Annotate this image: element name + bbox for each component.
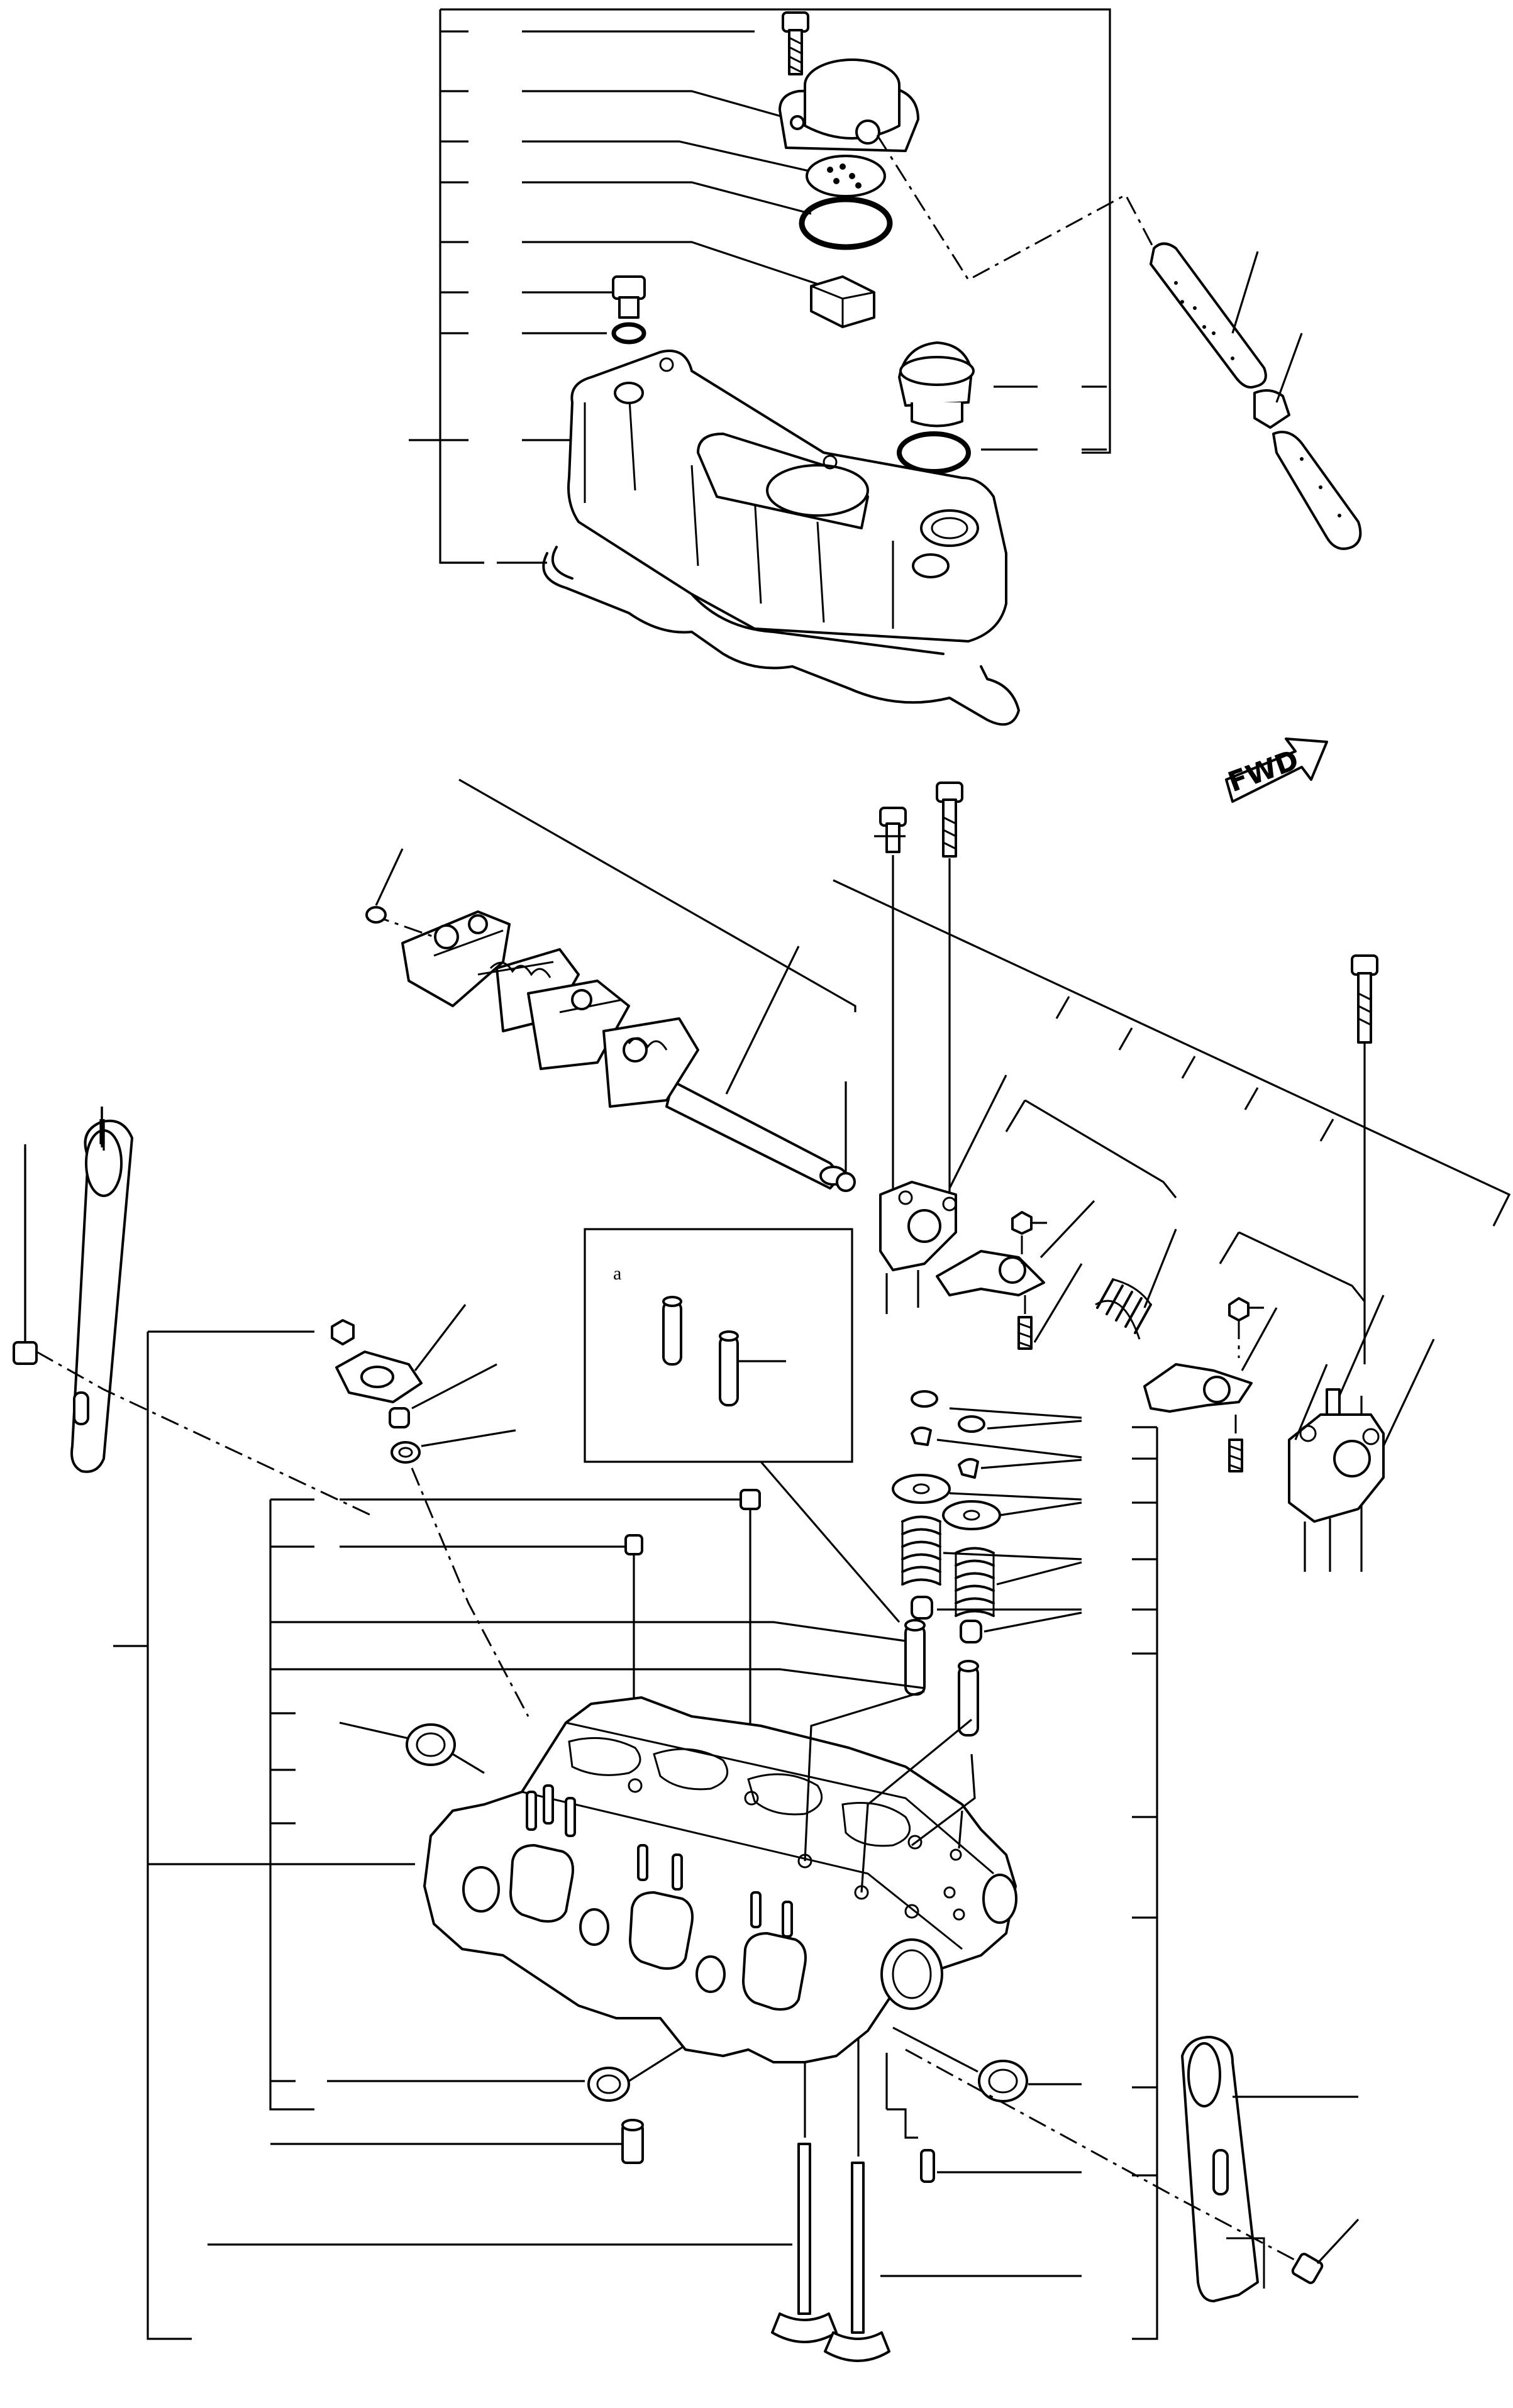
lock-nut-left — [1011, 1211, 1047, 1264]
expansion-plug-top — [339, 1721, 485, 1774]
engine-hanger-left — [24, 1107, 133, 1473]
thermostat-nut — [217, 1319, 355, 1345]
valve-cap-2 — [958, 1415, 985, 1433]
rocker-support-rear — [1288, 1295, 1435, 1572]
rocker-cover-group — [409, 8, 1362, 726]
breather-element — [810, 275, 875, 328]
stem-seal-1 — [911, 1596, 933, 1620]
expansion-plug-bottom-right — [892, 2026, 1082, 2102]
cylinder-head-bracket — [113, 1330, 1158, 2340]
rocker-arm-group — [365, 778, 1511, 1572]
breather-cap — [779, 58, 919, 152]
ring-nut — [389, 1363, 497, 1428]
collet-2 — [958, 1458, 979, 1479]
breather-filter — [806, 155, 886, 197]
shaft-end-plug — [365, 848, 435, 938]
ring-washer — [391, 1429, 516, 1464]
oil-filler-cap — [898, 341, 975, 428]
valve-spring-1 — [901, 1515, 941, 1586]
exhaust-ports — [462, 1866, 1017, 2010]
breather-hose — [876, 135, 1362, 550]
inset-valve-guide-2 — [719, 1330, 786, 1406]
rocker-arm-left — [936, 1099, 1177, 1296]
cylinder-head — [148, 1690, 1017, 2063]
cover-plug — [612, 275, 646, 319]
expansion-plug-bottom-left — [327, 2042, 689, 2102]
rocker-cover-gasket — [542, 552, 1020, 726]
rocker-support-front — [879, 1074, 1007, 1314]
detail-mark: a — [613, 1263, 621, 1284]
intake-ports — [509, 1844, 807, 2011]
spring-retainer-1 — [892, 1474, 951, 1504]
adjust-screw-left — [1017, 1263, 1083, 1350]
snap-ring — [836, 1081, 856, 1192]
hanger-bolt-right — [905, 2048, 1360, 2284]
valve-spring-2 — [955, 1547, 995, 1617]
valve-cap-1 — [911, 1390, 938, 1408]
left-small-parts — [217, 1304, 529, 1717]
o-ring — [799, 196, 893, 250]
detail-inset: a — [584, 1228, 901, 1623]
cap-o-ring — [897, 431, 971, 474]
rocker-cover — [567, 350, 1007, 655]
spring-retainer-2 — [942, 1500, 1001, 1530]
engine-hanger-right — [1181, 2036, 1358, 2302]
rocker-arm-assembly — [401, 910, 699, 1108]
head-studs — [526, 1784, 793, 1938]
exhaust-valve — [824, 1980, 1082, 2362]
rocker-support-bolt-1 — [874, 807, 907, 1232]
hanger-bolt-left — [13, 1147, 372, 1516]
collet-1 — [911, 1427, 932, 1446]
fwd-label: FWD — [1224, 744, 1303, 798]
valve-train-stack — [892, 1390, 1157, 1737]
rocker-spring — [1095, 1229, 1177, 1340]
rocker-arm-right — [1143, 1231, 1366, 1413]
valve-guide-1 — [904, 1619, 926, 1696]
rocker-support-bolt-2 — [936, 781, 963, 1232]
dowel-pin-bottom — [270, 2119, 644, 2164]
cover-bolt — [782, 11, 809, 75]
rocker-cover-leaders — [409, 30, 1107, 564]
valve-guide-2 — [958, 1660, 979, 1737]
lock-nut-right — [1228, 1297, 1264, 1358]
adjust-screw-right — [1228, 1415, 1243, 1472]
inset-valve-guide-1 — [662, 1296, 682, 1366]
valve-train-leaders — [936, 1407, 1157, 1655]
dowel-pin-right — [885, 2053, 1082, 2183]
intake-valve — [208, 1962, 838, 2343]
cover-plate — [335, 1304, 467, 1403]
stem-seal-2 — [960, 1620, 982, 1643]
fwd-arrow: FWD — [1224, 737, 1328, 803]
plug-washer — [611, 322, 646, 345]
